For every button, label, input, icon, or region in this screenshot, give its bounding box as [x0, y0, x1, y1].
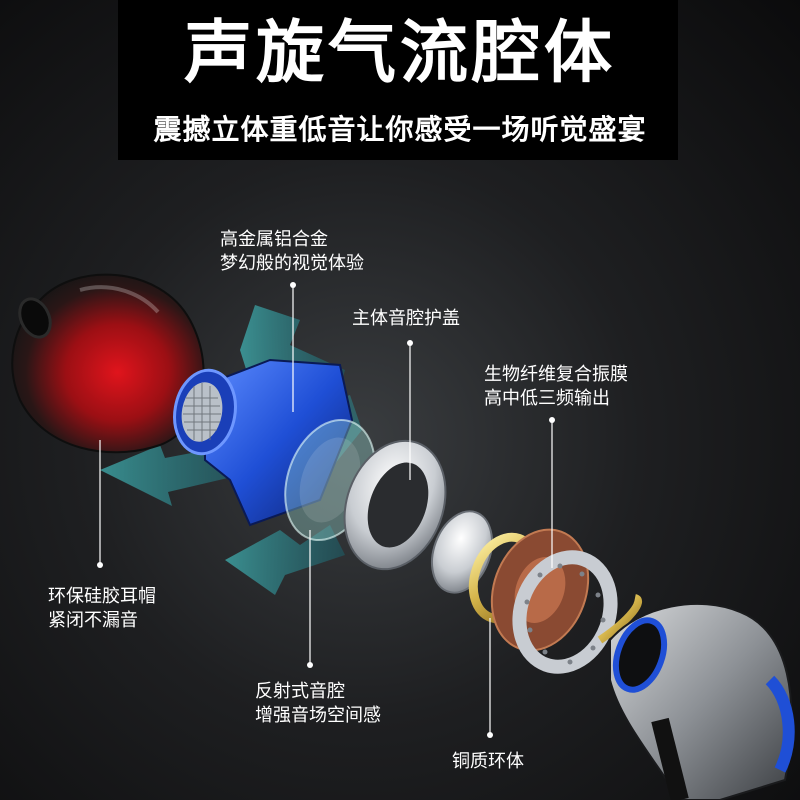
callout-ear-cap-line1: 环保硅胶耳帽 [48, 586, 156, 607]
silicone-ear-tip-icon [11, 273, 205, 454]
callout-diaphragm: 生物纤维复合振膜 高中低三频输出 [484, 363, 628, 411]
page-title: 声旋气流腔体 [183, 14, 616, 93]
callout-metal-shell-line2: 梦幻般的视觉体验 [220, 253, 364, 274]
callout-reflex-cavity-line1: 反射式音腔 [255, 681, 345, 702]
silver-ring-icon [343, 439, 447, 571]
callout-copper-ring: 铜质环体 [452, 750, 524, 774]
header-band [118, 0, 678, 160]
callout-reflex-cavity-line2: 增强音场空间感 [255, 705, 381, 726]
callout-cavity-cover: 主体音腔护盖 [352, 307, 460, 331]
callout-diaphragm-line1: 生物纤维复合振膜 [484, 364, 628, 385]
earphone-body-icon [609, 602, 795, 800]
callout-diaphragm-line2: 高中低三频输出 [484, 388, 610, 409]
callout-lines [97, 282, 555, 738]
copper-ring-icon [512, 550, 642, 674]
callout-cavity-cover-line1: 主体音腔护盖 [352, 308, 460, 329]
callout-ear-cap-line2: 紧闭不漏音 [48, 610, 138, 631]
callout-reflex-cavity: 反射式音腔 增强音场空间感 [255, 680, 381, 728]
callout-ear-cap: 环保硅胶耳帽 紧闭不漏音 [48, 585, 156, 633]
callout-metal-shell-line1: 高金属铝合金 [220, 229, 328, 250]
callout-copper-ring-line1: 铜质环体 [452, 751, 524, 772]
callout-metal-shell: 高金属铝合金 梦幻般的视觉体验 [220, 228, 364, 276]
page-subtitle: 震撼立体重低音让你感受一场听觉盛宴 [153, 113, 647, 146]
blue-metal-shell-icon [173, 358, 354, 527]
